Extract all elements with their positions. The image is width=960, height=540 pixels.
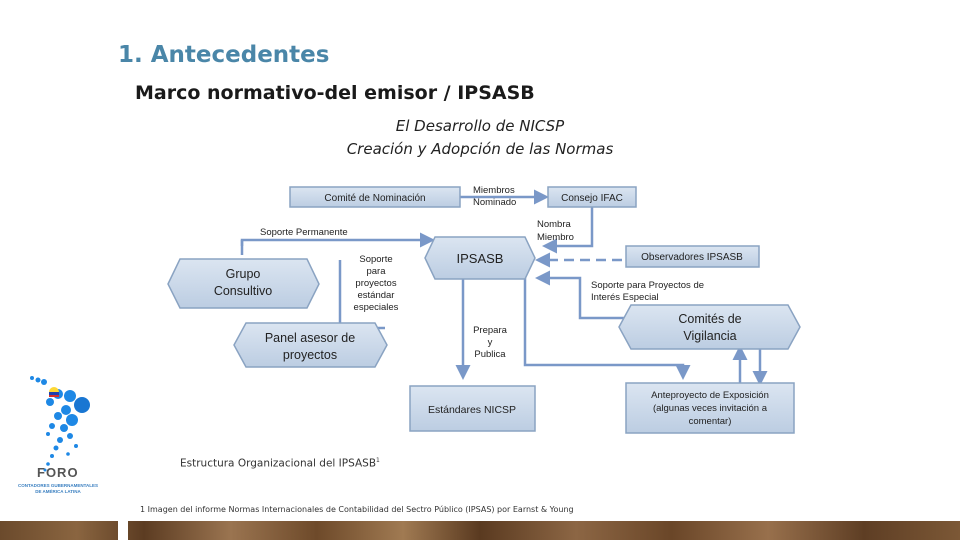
miembros-nominado-line2: Nominado — [473, 197, 516, 208]
decorative-bottom-strip — [0, 521, 960, 540]
consejo-ifac-box — [547, 186, 637, 208]
diagram-caption-line2: Creación y Adopción de las Normas — [346, 140, 614, 158]
comite-nominacion-text: Comité de Nominación — [324, 193, 425, 204]
slide-subtitle: Marco normativo-del emisor / IPSASB — [135, 82, 535, 104]
estandares-nicsp-box — [409, 385, 536, 432]
prepara-line1: Prepara — [473, 325, 508, 336]
observadores-text: Observadores IPSASB — [641, 252, 743, 263]
diagram-caption-line1: El Desarrollo de NICSP — [395, 117, 565, 135]
panel-line2: proyectos — [283, 348, 337, 362]
anteproyecto-line3: comentar) — [689, 416, 732, 427]
grupo-line2: Consultivo — [214, 284, 272, 298]
prepara-line2: y — [488, 337, 493, 348]
miembros-nominado-line1: Miembros — [473, 185, 515, 196]
foro-logo-subtitle-line1: CONTADORES GUBERNAMENTALES — [17, 483, 99, 488]
anteproyecto-line2: (algunas veces invitación a — [653, 403, 768, 414]
nombra-miembro-line1: Nombra — [537, 219, 572, 230]
ipsasb-box — [424, 236, 536, 280]
structure-caption: Estructura Organizacional del IPSASB1 — [180, 457, 380, 470]
foro-logo-text: FORO — [37, 465, 79, 480]
nombra-miembro-line2: Miembro — [537, 232, 574, 243]
footnote: 1 Imagen del informe Normas Internaciona… — [140, 505, 574, 514]
comites-vigilancia-box — [618, 304, 801, 350]
soporte-permanente-label: Soporte Permanente — [260, 227, 348, 238]
prepara-line3: Publica — [474, 349, 506, 360]
comites-line2: Vigilancia — [683, 329, 736, 343]
soporte-proyectos-line2: para — [366, 266, 386, 277]
foro-logo-icon — [30, 376, 90, 472]
estandares-text: Estándares NICSP — [428, 404, 516, 416]
comite-nominacion-box — [289, 186, 461, 208]
soporte-interes-line1: Soporte para Proyectos de — [591, 280, 704, 291]
ipsasb-org-diagram: Comité de Nominación Consejo IFAC Miembr… — [167, 185, 801, 434]
structure-caption-text: Estructura Organizacional del IPSASB — [180, 457, 377, 470]
structure-caption-sup: 1 — [376, 457, 380, 464]
ipsasb-text: IPSASB — [457, 251, 504, 266]
slide-title: 1. Antecedentes — [118, 42, 330, 68]
anteproyecto-line1: Anteproyecto de Exposición — [651, 390, 769, 401]
grupo-consultivo-box — [167, 258, 320, 309]
consejo-ifac-text: Consejo IFAC — [561, 193, 623, 204]
observadores-box — [625, 245, 760, 268]
panel-asesor-box — [233, 322, 388, 368]
soporte-proyectos-line5: especiales — [354, 302, 399, 313]
soporte-proyectos-line4: estándar — [358, 290, 395, 301]
soporte-interes-line2: Interés Especial — [591, 292, 659, 303]
panel-line1: Panel asesor de — [265, 331, 355, 345]
anteproyecto-box — [625, 382, 795, 434]
soporte-proyectos-line1: Soporte — [359, 254, 392, 265]
foro-logo-subtitle-line2: DE AMÉRICA LATINA — [35, 489, 81, 494]
comites-line1: Comités de — [678, 312, 741, 326]
grupo-line1: Grupo — [226, 267, 261, 281]
soporte-proyectos-line3: proyectos — [355, 278, 396, 289]
